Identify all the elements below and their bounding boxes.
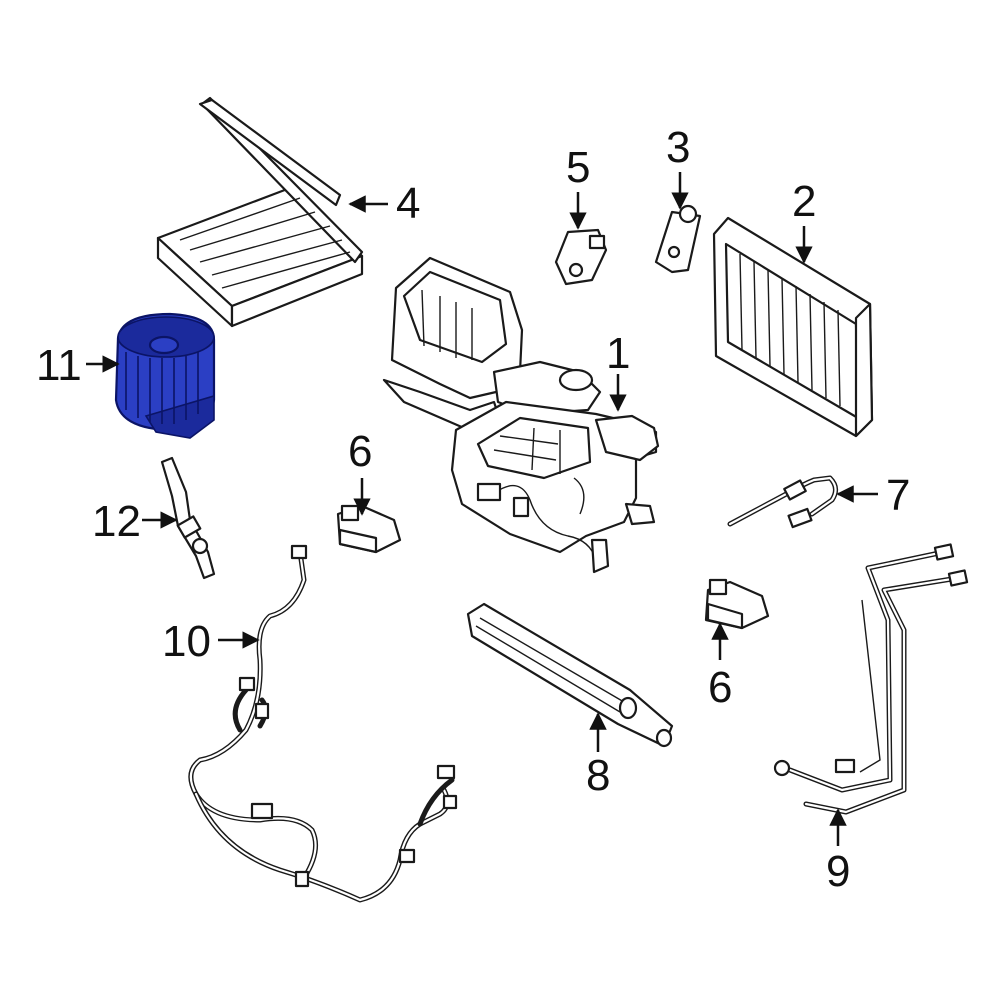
callout-9: 9 <box>826 847 850 896</box>
callout-12: 12 <box>92 497 141 546</box>
blower-motor-part[interactable] <box>114 312 216 439</box>
expansion-valve-part[interactable] <box>654 204 702 274</box>
callout-3: 3 <box>666 123 690 172</box>
wiring-harness-part[interactable] <box>188 544 458 903</box>
heater-core-part[interactable] <box>466 602 674 748</box>
cabin-filter-part[interactable] <box>156 96 364 328</box>
callout-7: 7 <box>886 471 910 520</box>
actuator-part-upper[interactable] <box>336 504 402 554</box>
callout-2: 2 <box>792 177 816 226</box>
callout-11: 11 <box>36 341 82 390</box>
actuator-part-lower[interactable] <box>704 578 770 630</box>
callout-labels: 1 2 3 4 5 6 6 7 8 9 10 11 12 <box>36 123 910 896</box>
evaporator-core-part[interactable] <box>712 216 874 438</box>
callout-6-lower: 6 <box>708 663 732 712</box>
callout-8: 8 <box>586 751 610 800</box>
callout-5: 5 <box>566 143 590 192</box>
callout-6-upper: 6 <box>348 427 372 476</box>
hvac-case-part[interactable] <box>382 256 660 574</box>
actuator-part[interactable] <box>554 228 608 286</box>
blower-resistor-part[interactable] <box>160 456 216 580</box>
callout-4: 4 <box>396 179 420 228</box>
callout-10: 10 <box>162 617 211 666</box>
leader-arrows <box>86 172 878 846</box>
temperature-sensor-part[interactable] <box>727 475 838 529</box>
callout-1: 1 <box>606 329 630 378</box>
heater-hose-part[interactable] <box>773 543 969 815</box>
